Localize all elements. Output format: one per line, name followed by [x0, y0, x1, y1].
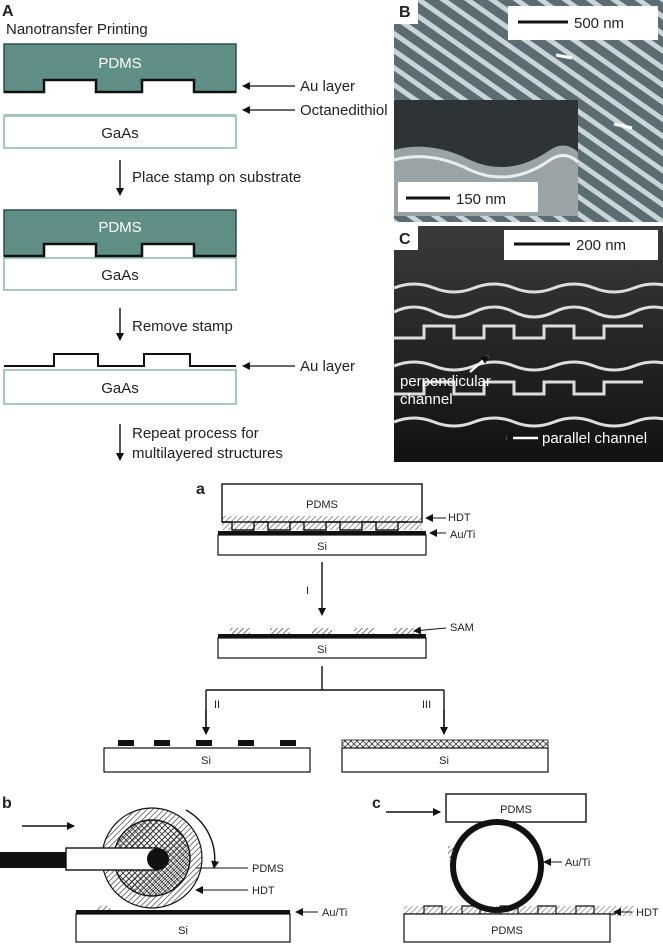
si-label-b: Si	[178, 925, 188, 937]
si-label-a: Si	[317, 541, 327, 553]
perpendicular-label-1: perpendicular	[400, 373, 491, 390]
transferred-au-layer	[4, 353, 236, 367]
panel-C-letter: C	[399, 231, 411, 248]
transferred-hdt-b	[96, 906, 110, 912]
pdms-label-a: PDMS	[306, 499, 338, 511]
panel-b-letter: b	[2, 795, 12, 812]
gaas-label-1: GaAs	[101, 125, 139, 142]
panel-A-letter: A	[2, 3, 14, 20]
auti-film-b	[76, 910, 290, 914]
step-label-2: Remove stamp	[132, 318, 233, 335]
pdms-label-1: PDMS	[98, 55, 141, 72]
auti-label-c: Au/Ti	[565, 857, 590, 869]
hdt-label-b: HDT	[252, 885, 275, 897]
gaas-substrate-3	[3, 369, 237, 405]
scale-label-B: 500 nm	[574, 15, 624, 32]
hdt-label-c: HDT	[636, 907, 659, 919]
perpendicular-arrow	[469, 355, 489, 373]
auti-label-a: Au/Ti	[450, 529, 475, 541]
etched-result-II	[118, 740, 296, 746]
step-label-II: II	[214, 699, 220, 711]
auti-film-a	[218, 531, 426, 535]
pdms-label-2: PDMS	[98, 219, 141, 236]
step-label-3b: multilayered structures	[132, 445, 283, 462]
roller-axle-b	[147, 848, 169, 870]
gaas-substrate-1	[3, 115, 237, 149]
step-label-3a: Repeat process for	[132, 425, 259, 442]
gaas-substrate-2	[3, 257, 237, 291]
step-label-I: I	[306, 585, 309, 597]
pdms-stamp-a	[221, 483, 423, 523]
rotation-arrow-b	[185, 809, 220, 869]
si-substrate-III	[341, 747, 549, 773]
gaas-label-3: GaAs	[101, 380, 139, 397]
au-layer-stamp-1	[4, 78, 236, 94]
au-layer-label-1: Au layer	[300, 78, 355, 95]
coated-rod-c	[450, 819, 544, 913]
sam-label: SAM	[450, 622, 474, 634]
sam-islands	[230, 628, 414, 634]
si-label-a2: Si	[317, 644, 327, 656]
si-substrate-b	[75, 913, 291, 943]
sem-inset-edge	[393, 154, 580, 179]
sem-arrow-1	[555, 53, 573, 60]
sam-arrow	[413, 626, 447, 635]
si-label-III: Si	[439, 755, 449, 767]
panel-C-label-bg	[394, 226, 418, 250]
pdms-label-b: PDMS	[252, 863, 284, 875]
hdt-coating-a	[222, 516, 422, 530]
panel-A-title: Nanotransfer Printing	[6, 21, 148, 38]
scale-label-B-inset: 150 nm	[456, 191, 506, 208]
panel-B-letter: B	[399, 4, 411, 21]
rod-b	[0, 852, 70, 868]
auti-label-b: Au/Ti	[322, 907, 347, 919]
roller-shaft-b	[65, 847, 159, 871]
si-substrate-a2	[217, 637, 427, 659]
branch-lines	[205, 666, 445, 730]
perpendicular-label-2: channel	[400, 391, 453, 408]
panel-B-label-bg	[394, 0, 418, 24]
sem-arrow-2	[613, 122, 633, 130]
hdt-bits-c	[448, 846, 456, 858]
scale-label-C: 200 nm	[576, 237, 626, 254]
si-label-II: Si	[201, 755, 211, 767]
au-layer-label-2: Au layer	[300, 358, 355, 375]
hdt-label-a: HDT	[448, 512, 471, 524]
deposited-film-III	[341, 739, 549, 749]
pdms-bottom-c	[403, 913, 611, 943]
step-label-1: Place stamp on substrate	[132, 169, 301, 186]
hdt-layer-c	[404, 906, 634, 916]
pdms-top-label-c: PDMS	[500, 804, 532, 816]
panel-c-letter: c	[372, 795, 381, 812]
au-layer-stamp-2	[4, 242, 236, 258]
patterned-film-a	[218, 634, 426, 638]
sem-layers-C	[393, 282, 663, 428]
parallel-label: parallel channel	[542, 430, 647, 447]
si-substrate-II	[103, 747, 311, 773]
octanedithiol-label: Octanedithiol	[300, 102, 388, 119]
pdms-bottom-label-c: PDMS	[491, 925, 523, 937]
gaas-label-2: GaAs	[101, 267, 139, 284]
step-label-III: III	[422, 699, 431, 711]
si-substrate-a	[217, 534, 427, 556]
pdms-top-c	[445, 793, 587, 823]
panel-a-letter: a	[196, 481, 205, 498]
